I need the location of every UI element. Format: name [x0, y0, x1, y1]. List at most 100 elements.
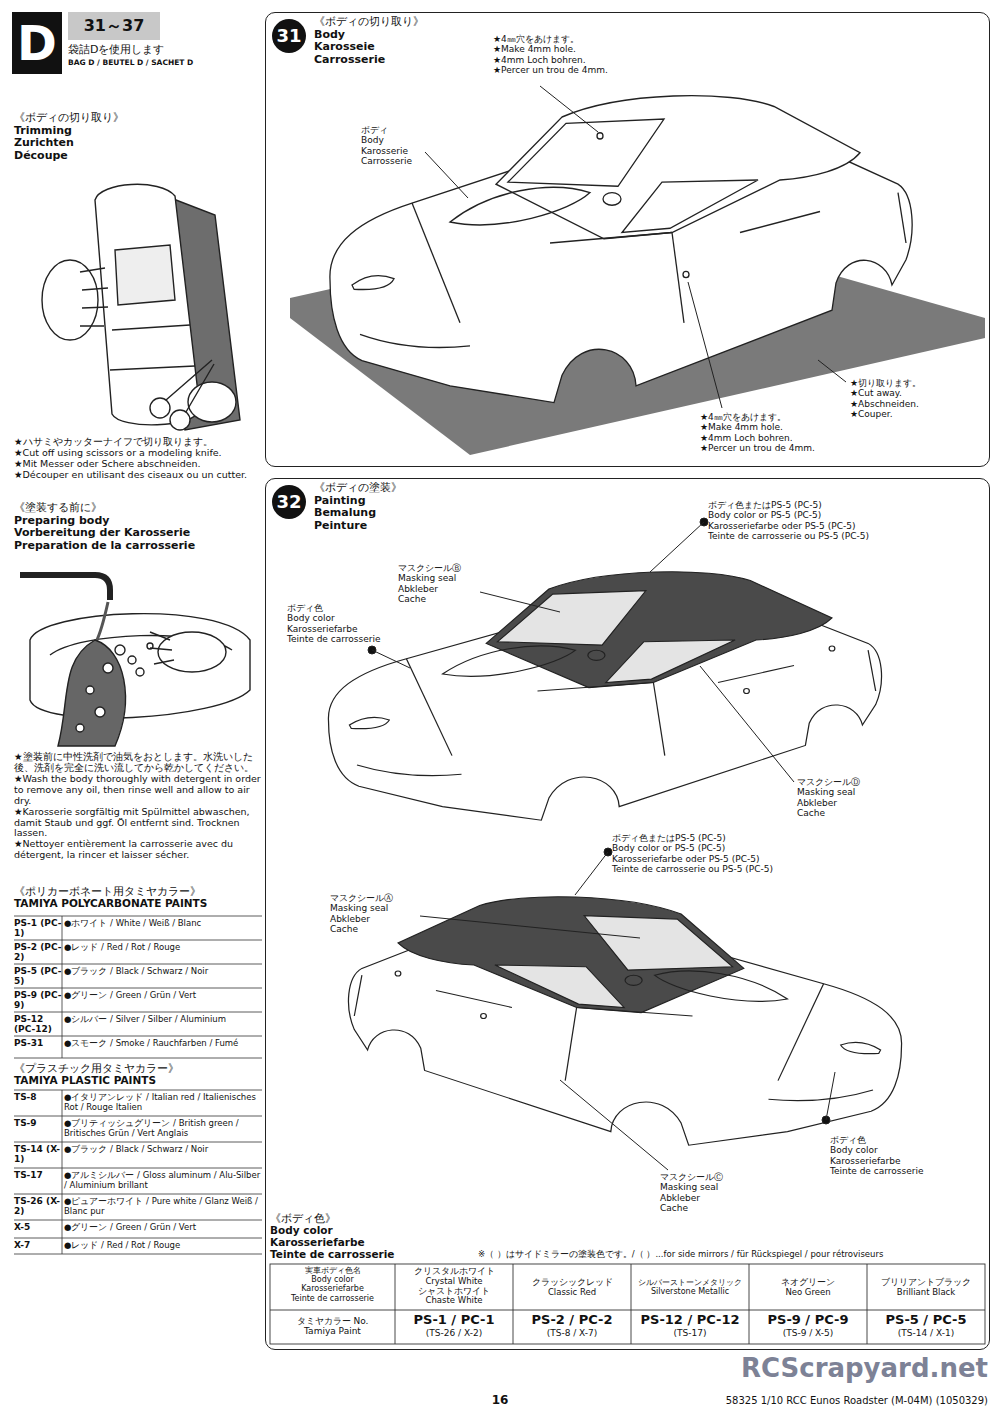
instruction-note: ★Make 4mm hole. — [700, 422, 870, 432]
label-text: Body color or PS-5 (PC-5) — [708, 510, 983, 520]
label-text: Karosseriefarbe — [830, 1156, 980, 1166]
instruction-note: ★Mit Messer oder Schere abschneiden. — [14, 459, 264, 470]
illustration-part — [425, 152, 468, 198]
instruction-note: ★Percer un trou de 4mm. — [700, 443, 870, 453]
illustration-part — [188, 382, 236, 422]
label-text: Masking seal — [797, 787, 937, 797]
label-text: PS-5 / PC-5 — [867, 1313, 985, 1328]
illustration-part — [597, 133, 603, 139]
label-text: TAMIYA PLASTIC PAINTS — [14, 1074, 262, 1086]
label-text: タミヤカラー No. — [270, 1316, 395, 1326]
label-text: (TS-9 / X-5) — [749, 1328, 867, 1338]
illustration-part — [495, 916, 733, 1008]
illustration-part — [128, 656, 136, 664]
instruction-note: ★Découper en utilisant des ciseaux ou un… — [14, 470, 264, 481]
label-text: 袋詰Dを使用します — [68, 44, 268, 57]
leader-lines — [368, 518, 835, 1170]
illustration-part — [270, 1264, 985, 1344]
label-text: クラッシックレッド — [513, 1278, 631, 1288]
instruction-note: ★Karosserie sorgfältig mit Spülmittel ab… — [14, 807, 262, 840]
label-text: PS-9 (PC-9) — [14, 990, 62, 1011]
label-text: Body color — [270, 1224, 470, 1236]
label-text: PS-2 / PC-2 — [513, 1313, 631, 1328]
color-table-lines — [270, 1264, 985, 1344]
label-text: Karosseriefarbe oder PS-5 (PC-5) — [708, 521, 983, 531]
label-text: ●スモーク / Smoke / Rauchfarben / Fumé — [64, 1039, 262, 1049]
illustration-part — [818, 360, 846, 382]
step-panel: 《ボディの塗装》PaintingBemalungPeinture32 — [265, 478, 990, 1350]
label-text: Body color — [270, 1275, 395, 1284]
label-text: ●シルバー / Silver / Silber / Aluminium — [64, 1015, 262, 1025]
label-text: PS-2 (PC-2) — [14, 942, 62, 963]
illustration-part — [115, 245, 175, 305]
label-text: 《プラスチック用タミヤカラー》 — [14, 1062, 262, 1074]
illustration-part — [575, 852, 608, 895]
instruction-note: ★4mm Loch bohren. — [700, 433, 870, 443]
label-text: Brilliant Black — [867, 1288, 985, 1298]
step-number: 31 — [272, 19, 306, 53]
label-text: (TS-8 / X-7) — [513, 1328, 631, 1338]
instruction-note: ★Couper. — [850, 409, 985, 419]
step-heading: Carrosserie — [314, 54, 989, 67]
label-text: Vorbereitung der Karosserie — [14, 527, 259, 540]
illustration-part — [420, 916, 640, 938]
label-text: TS-8 — [14, 1092, 62, 1102]
step-heading: 《ボディの切り取り》 — [314, 16, 989, 29]
illustration-part — [540, 86, 598, 132]
illustration-part — [372, 650, 410, 668]
illustration-part — [496, 96, 860, 239]
label-text: Karosseriefarbe — [270, 1284, 395, 1293]
label-text: ●グリーン / Green / Grün / Vert — [64, 991, 262, 1001]
illustration-part — [150, 632, 174, 664]
label-text: X-7 — [14, 1240, 62, 1250]
step-heading: Karosseie — [314, 41, 989, 54]
illustration-part — [42, 260, 98, 340]
label-text: Classic Red — [513, 1288, 631, 1298]
label-text: PS-9 / PC-9 — [749, 1313, 867, 1328]
label-text: Teinte de carrosserie — [287, 634, 437, 644]
label-text: ボディ色またはPS-5 (PC-5) — [612, 833, 887, 843]
label-text: マスクシールⒹ — [797, 777, 937, 787]
label-text: クリスタルホワイト — [395, 1267, 513, 1277]
illustration-part — [560, 1080, 668, 1170]
label-text: Body — [361, 135, 481, 145]
label-text: Silverstone Metallic — [631, 1287, 749, 1296]
label-text: Teinte de carrosserie ou PS-5 (PC-5) — [708, 531, 983, 541]
label-text: ●アルミシルバー / Gloss aluminum / Alu-Silber /… — [64, 1171, 262, 1191]
label-text: 《塗装する前に》 — [14, 502, 259, 515]
illustration-part — [136, 668, 144, 676]
label-text: マスクシールⒶ — [330, 893, 470, 903]
step-heading: Peinture — [314, 520, 989, 533]
label-text: Preparation de la carrosserie — [14, 540, 259, 553]
label-text: ●ブリティッシュグリーン / British green / Britische… — [64, 1119, 262, 1139]
label-text: Chaste White — [395, 1296, 513, 1306]
illustration-part — [115, 645, 125, 655]
label-text: ●ホワイト / White / Weiß / Blanc — [64, 919, 262, 929]
step-heading: Bemalung — [314, 507, 989, 520]
label-text: (TS-14 / X-1) — [867, 1328, 985, 1338]
step-heading: Painting — [314, 495, 989, 508]
illustration-part — [826, 1072, 835, 1120]
instruction-note: ★Cut off using scissors or a modeling kn… — [14, 448, 264, 459]
illustration-part — [95, 707, 105, 717]
illustration-part — [86, 686, 94, 694]
illustration-part — [76, 724, 84, 732]
illustration-part — [700, 666, 794, 782]
illustration-part — [166, 360, 214, 412]
illustration-part — [481, 1013, 487, 1018]
label-text: Body color — [830, 1145, 980, 1155]
instruction-note: ★Make 4mm hole. — [493, 44, 663, 54]
illustration-part — [110, 325, 195, 370]
label-text: ●ピュアーホワイト / Pure white / Glanz Weiß / Bl… — [64, 1197, 262, 1217]
illustration-part — [103, 663, 113, 673]
label-text: ボディ色 — [287, 603, 437, 613]
label-text: 《ボディの切り取り》 — [14, 112, 259, 125]
label-text: TAMIYA POLYCARBONATE PAINTS — [14, 897, 262, 909]
washing-illustration — [20, 575, 250, 746]
label-text: Body color — [287, 613, 437, 623]
label-text: Karosserie — [361, 146, 481, 156]
instruction-note: ★Abschneiden. — [850, 399, 985, 409]
label-text: シャストホワイト — [395, 1287, 513, 1297]
label-text: TS-14 (X-1) — [14, 1144, 62, 1165]
illustration-part — [352, 187, 906, 347]
